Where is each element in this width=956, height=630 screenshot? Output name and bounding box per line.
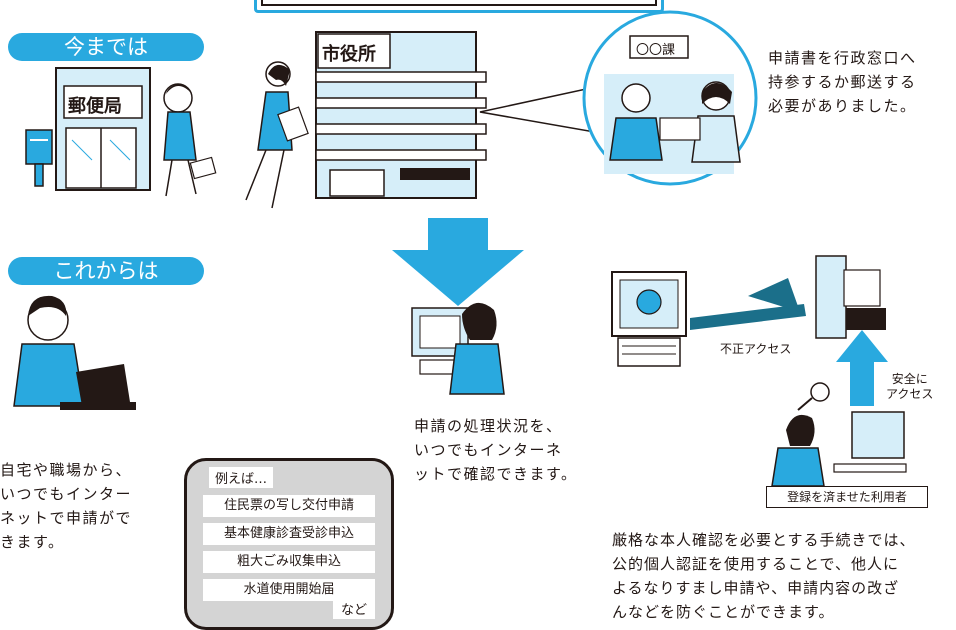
counter-sign: 〇〇課 xyxy=(636,43,676,58)
examples-label: 例えば… xyxy=(209,467,274,488)
woman-with-folder-illustration xyxy=(245,61,309,209)
before-description: 申請書を行政窓口へ 持参するか郵送する 必要がありました。 xyxy=(768,49,917,115)
registered-user-label: 登録を済ませた利用者 xyxy=(766,486,928,508)
registered-user-illustration xyxy=(771,411,907,487)
safe-access-arrow xyxy=(836,330,888,406)
examples-board: 例えば… 住民票の写し交付申請 基本健康診査受診申込 粗大ごみ収集申込 水道使用… xyxy=(184,458,394,630)
title-inner-frame xyxy=(261,0,657,6)
home-description: 自宅や職場から、 いつでもインター ネットで申請がで きます。 xyxy=(0,461,133,551)
unauthorized-access-arrow xyxy=(690,278,806,330)
example-item: 水道使用開始届 xyxy=(203,579,375,601)
man-at-laptop-illustration xyxy=(13,295,136,410)
city-hall-illustration xyxy=(315,31,487,199)
before-pill: 今までは xyxy=(8,33,204,61)
counter-bubble-illustration xyxy=(479,10,758,186)
example-item: 粗大ごみ収集申込 xyxy=(203,551,375,573)
status-description: 申請の処理状況を、 いつでもインターネ ットで確認できます。 xyxy=(414,417,578,483)
key-icon xyxy=(797,382,830,411)
post-office-illustration xyxy=(25,67,151,191)
post-office-sign: 郵便局 xyxy=(68,96,122,117)
server-illustration xyxy=(815,255,886,339)
examples-etc: など xyxy=(332,598,375,619)
after-pill: これからは xyxy=(8,257,204,285)
safe-access-label: 安全に アクセス xyxy=(886,372,934,401)
example-item: 基本健康診査受診申込 xyxy=(203,523,375,545)
example-item: 住民票の写し交付申請 xyxy=(203,495,375,517)
woman-at-computer-illustration xyxy=(411,302,505,395)
unauthorized-access-label: 不正アクセス xyxy=(720,342,792,356)
hacked-computer-illustration xyxy=(611,271,687,367)
title-frame xyxy=(254,0,664,13)
security-description: 厳格な本人確認を必要とする手続きでは、 公的個人認証を使用することで、他人に よ… xyxy=(612,531,916,621)
woman-with-envelope-illustration xyxy=(163,83,217,197)
down-arrow xyxy=(392,218,524,306)
city-hall-sign: 市役所 xyxy=(322,44,376,65)
